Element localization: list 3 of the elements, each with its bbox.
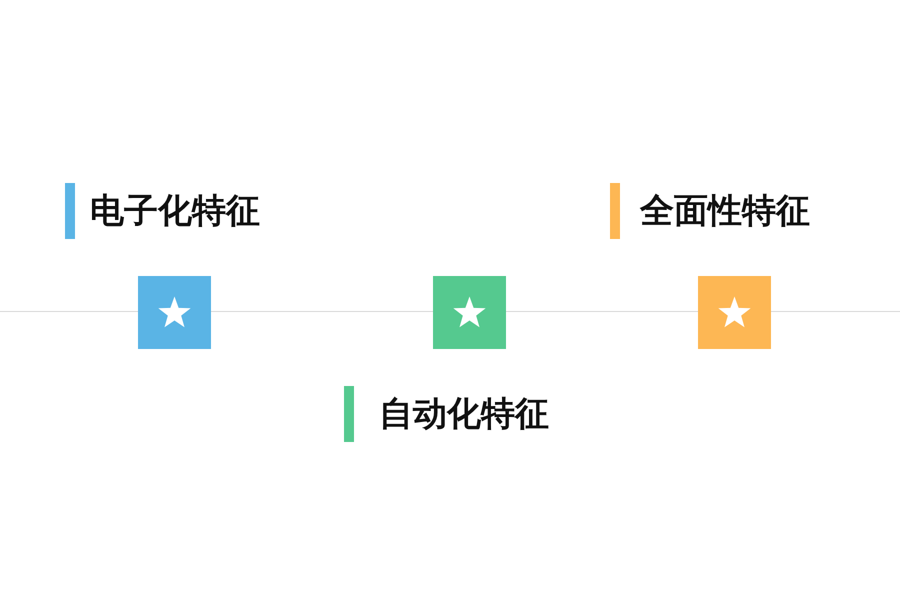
heading: 自动化特征 (379, 393, 549, 436)
heading: 全面性特征 (640, 190, 810, 233)
heading: 电子化特征 (90, 190, 260, 233)
